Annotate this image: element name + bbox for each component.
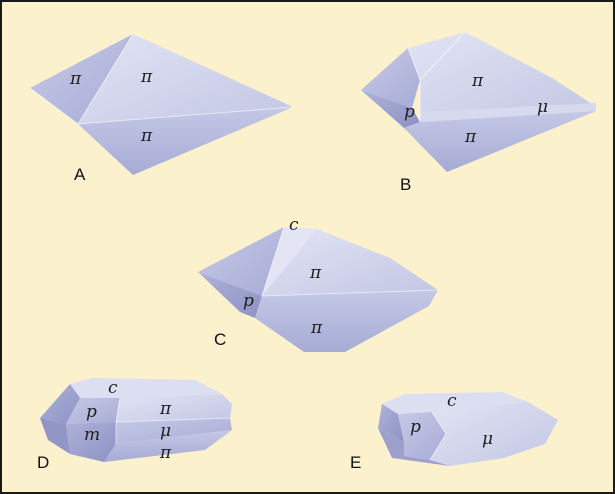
crystal-a-face-lower [78, 107, 293, 175]
crystal-a-face-upper-right [78, 34, 293, 124]
crystal-c-label-lower: π [310, 318, 323, 338]
crystal-e: c p μ E [350, 391, 558, 472]
crystal-b-label-band: μ [537, 97, 548, 117]
crystal-b-label-small: p [404, 102, 415, 122]
crystal-e-label-end: p [410, 417, 421, 437]
crystal-d-label-end-upper: p [86, 402, 97, 422]
crystal-d-letter: D [37, 453, 49, 472]
crystal-b-face-left [361, 48, 420, 108]
crystal-e-face-end-left [378, 404, 404, 442]
crystal-b-face-lower [404, 111, 596, 172]
crystal-a-label-upper-right: π [140, 67, 153, 87]
crystal-d-face-far-end [40, 418, 70, 454]
crystal-e-letter: E [350, 453, 361, 472]
crystal-d: c p m π μ π D [37, 378, 232, 472]
crystal-d-face-side-upper [116, 394, 232, 422]
crystal-b-label-lower: π [464, 127, 477, 147]
crystal-c-face-lower [255, 290, 438, 352]
crystal-b-label-upper: π [471, 71, 484, 91]
crystal-b: π p μ π B [361, 31, 596, 194]
crystal-e-label-side: μ [482, 429, 493, 449]
crystal-d-label-end-lower: m [84, 425, 100, 445]
crystal-c-face-upper [262, 229, 438, 296]
crystal-c-label-upper: π [309, 263, 322, 283]
crystal-a-label-lower: π [140, 126, 153, 146]
crystal-d-face-end-upper [66, 398, 120, 424]
crystal-e-face-bottom-end [378, 428, 450, 466]
crystal-a-face-upper-left [30, 34, 133, 124]
crystal-b-face-band [420, 103, 596, 122]
crystal-d-label-top: c [108, 378, 118, 398]
crystal-e-face-top [382, 392, 528, 414]
crystal-c-letter: C [214, 330, 226, 349]
crystal-e-face-side [430, 402, 558, 466]
crystal-d-face-top [70, 378, 222, 398]
crystal-c-label-top: c [289, 215, 299, 235]
crystal-c: c π p π C [198, 215, 439, 352]
crystal-c-face-small [198, 272, 262, 318]
crystal-b-letter: B [400, 175, 411, 194]
crystal-d-face-end-lower [66, 422, 116, 462]
crystal-d-label-side-upper: π [159, 399, 172, 419]
crystal-d-face-side-lower [104, 430, 232, 462]
crystal-a-letter: A [74, 165, 86, 184]
crystal-d-label-side-middle: μ [160, 421, 171, 441]
crystal-b-face-small [361, 90, 420, 128]
crystal-c-face-left [198, 227, 284, 296]
crystal-e-face-end [398, 412, 446, 460]
crystal-c-label-small: p [243, 291, 254, 311]
crystal-e-label-top: c [447, 391, 457, 411]
crystal-b-face-upper [408, 32, 595, 119]
crystal-d-label-side-lower: π [159, 443, 172, 463]
crystal-d-face-side-middle [116, 418, 232, 444]
crystal-a-label-upper-left: π [69, 69, 82, 89]
crystal-c-face-top [262, 227, 317, 296]
crystal-a: π π π A [29, 33, 294, 184]
crystal-d-face-end-left [40, 384, 80, 424]
